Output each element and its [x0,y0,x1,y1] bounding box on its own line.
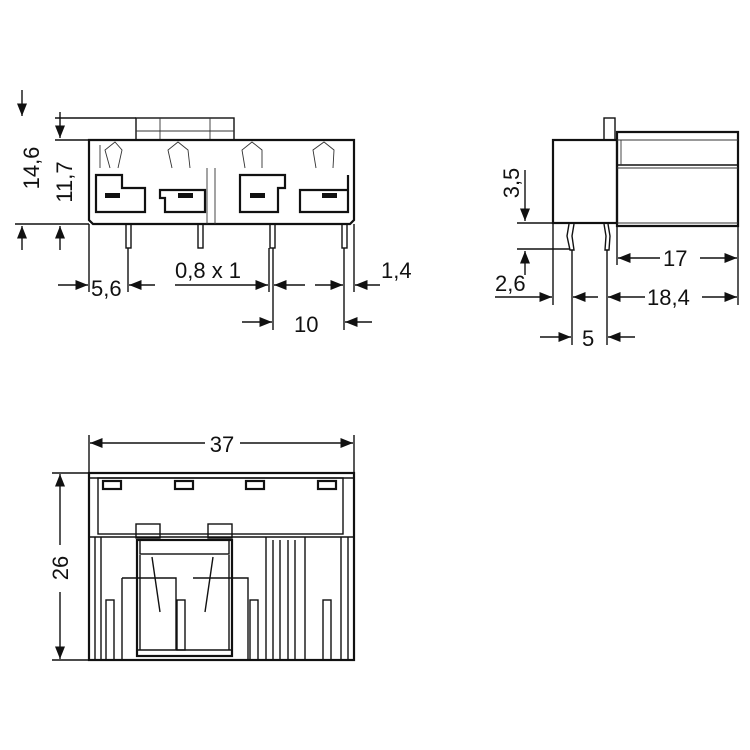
connector-body-bottom [87,471,356,662]
dim-body-depth: 17 [663,246,687,271]
dim-pin-spacing: 5 [582,326,594,351]
dim-pin-offset-height: 3,5 [499,168,524,199]
solder-pins-front [125,223,348,249]
dimension-arrows-front [16,90,380,328]
dim-pin-length: 2,6 [495,271,526,296]
solder-pins-side [566,223,611,251]
extension-lines-side [517,222,739,345]
extension-lines-bottom [52,435,355,661]
dim-width: 37 [210,432,234,457]
front-view: 14,6 11,7 5,6 0,8 x 1 1,4 10 [15,90,412,337]
dim-pitch: 10 [294,312,318,337]
dim-edge-to-pin: 5,6 [91,276,122,301]
dimension-arrows-bottom [54,437,353,659]
dimension-arrows-side [495,170,737,343]
extension-lines-front [15,117,355,330]
connector-body-side [551,117,740,228]
bottom-view: 37 26 [48,432,356,662]
side-view: 3,5 2,6 17 18,4 5 [495,117,740,351]
dim-pin-to-edge: 1,4 [381,258,412,283]
dim-pin-section: 0,8 x 1 [175,258,241,283]
dim-total-depth: 18,4 [647,285,690,310]
connector-body-front [87,117,356,226]
dim-depth: 26 [48,556,73,580]
dim-body-height: 11,7 [52,161,77,202]
dim-total-height: 14,6 [19,147,44,190]
